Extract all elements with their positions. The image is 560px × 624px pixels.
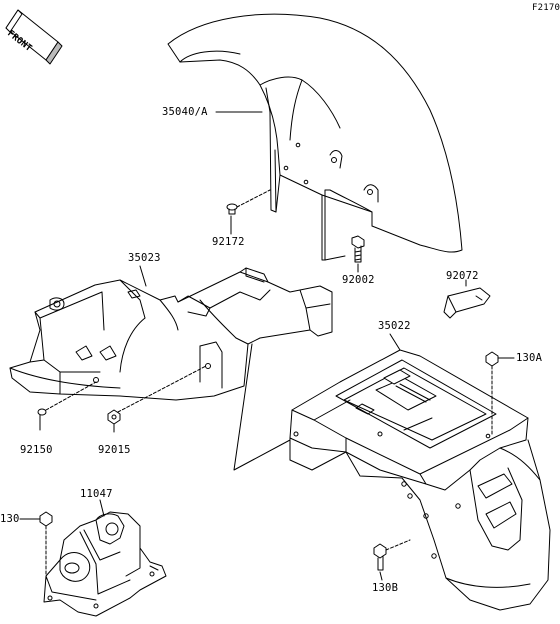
bolt-130-drawing: [39, 511, 53, 581]
rear-fender-front-drawing: [9, 267, 333, 401]
rubber-band-92072-drawing: [443, 287, 491, 319]
leader-130b: [379, 571, 383, 581]
figure-id: F2170: [532, 3, 560, 13]
part-label-130b: 130B: [372, 582, 399, 594]
part-label-35022: 35022: [378, 320, 411, 332]
leader-11047: [99, 499, 105, 517]
part-label-92150: 92150: [20, 444, 53, 456]
screw-92150-drawing: [37, 381, 97, 431]
part-label-35040a: 35040/A: [162, 106, 208, 118]
bolt-130a-drawing: [485, 351, 499, 437]
assembly-line-a: [233, 343, 291, 471]
front-fender-drawing: [167, 13, 463, 261]
leader-35023: [139, 265, 147, 287]
rear-fender-rear-drawing: [289, 349, 551, 611]
part-label-130: 130: [0, 513, 20, 525]
part-label-92172: 92172: [212, 236, 245, 248]
part-label-92002: 92002: [342, 274, 375, 286]
part-label-11047: 11047: [80, 488, 113, 500]
leader-35022: [389, 333, 401, 351]
part-label-130a: 130A: [516, 352, 543, 364]
bracket-11047-drawing: [43, 511, 167, 617]
part-label-35023: 35023: [128, 252, 161, 264]
clip-92172-drawing: [226, 189, 271, 215]
part-label-92015: 92015: [98, 444, 131, 456]
bolt-92002-drawing: [351, 235, 365, 263]
nut-92015-drawing: [107, 365, 207, 433]
part-label-92072: 92072: [446, 270, 479, 282]
bolt-130b-drawing: [373, 539, 411, 571]
front-direction-badge: [5, 9, 63, 65]
